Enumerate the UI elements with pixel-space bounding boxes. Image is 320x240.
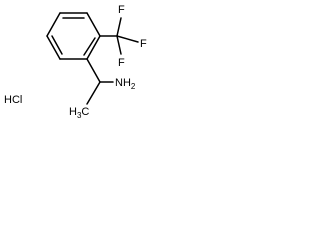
ethylamine-side-chain: NH2 H3C: [69, 58, 136, 120]
ring-bond: [46, 12, 61, 37]
amine-subscript: 2: [131, 82, 136, 91]
ring-double-bond: [51, 35, 63, 55]
fluorine-top-label: F: [118, 4, 125, 16]
ring-bond: [86, 12, 101, 37]
methyl-h: H: [69, 106, 77, 118]
trifluoromethyl-group: F F F: [99, 4, 147, 69]
ring-bond: [46, 35, 61, 60]
amine-nh: NH: [115, 77, 131, 89]
ring-to-ch-bond: [86, 58, 101, 83]
methyl-c: C: [81, 106, 89, 118]
ch-to-ch3-bond: [86, 81, 101, 105]
ring-double-bond: [83, 37, 96, 56]
cf-bond-right: [116, 35, 139, 43]
ring-bond: [86, 35, 101, 60]
benzene-ring: [46, 12, 101, 60]
fluorine-bottom-label: F: [118, 57, 125, 69]
hcl-salt-label: HCl: [4, 94, 22, 106]
amine-label: NH2: [115, 77, 136, 91]
cf-bond-top: [116, 17, 122, 37]
methyl-subscript: 3: [77, 111, 82, 120]
cf-bond-bottom: [116, 35, 122, 55]
fluorine-right-label: F: [140, 38, 147, 50]
chemical-structure: F F F NH2 H3C HCl: [4, 4, 147, 120]
methyl-label: H3C: [69, 106, 89, 120]
